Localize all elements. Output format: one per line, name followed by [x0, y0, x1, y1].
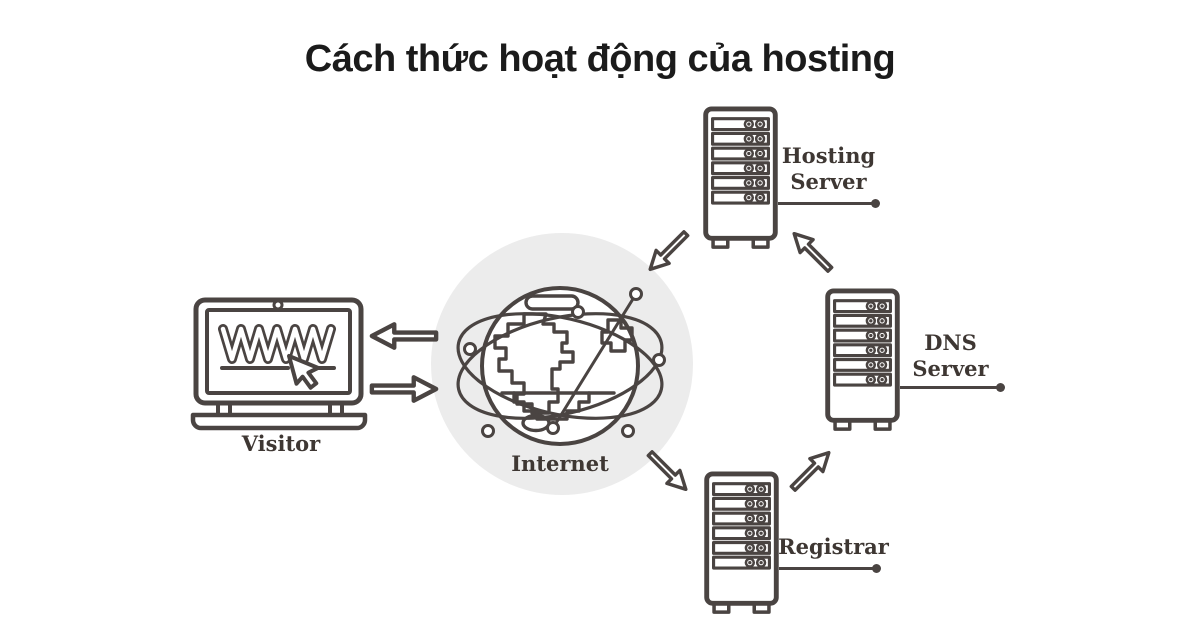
connector-dot [996, 383, 1005, 392]
hosting-connector-line [778, 199, 880, 208]
mouse-pointer-icon [287, 354, 320, 390]
internet-label: Internet [511, 451, 609, 476]
arrow-visitor-to-internet-icon [367, 372, 441, 406]
registrar-connector-line [779, 564, 881, 573]
page-title: Cách thức hoạt động của hosting [304, 38, 896, 80]
arrow-dns-to-hosting-icon [782, 221, 842, 281]
arrow-internet-to-visitor-icon [367, 319, 441, 353]
connector-dot [871, 199, 880, 208]
dns-server-label: DNS Server [912, 330, 989, 382]
connector-dot [872, 564, 881, 573]
registrar-label: Registrar [778, 534, 889, 559]
dns-connector-line [900, 383, 1005, 392]
hosting-server-label: Hosting Server [781, 143, 876, 195]
laptop-www-icon [190, 297, 368, 431]
registrar-server-icon [702, 471, 781, 618]
globe-network-icon [456, 286, 666, 446]
visitor-label: Visitor [241, 431, 321, 456]
arrow-registrar-to-dns-icon [781, 440, 841, 500]
